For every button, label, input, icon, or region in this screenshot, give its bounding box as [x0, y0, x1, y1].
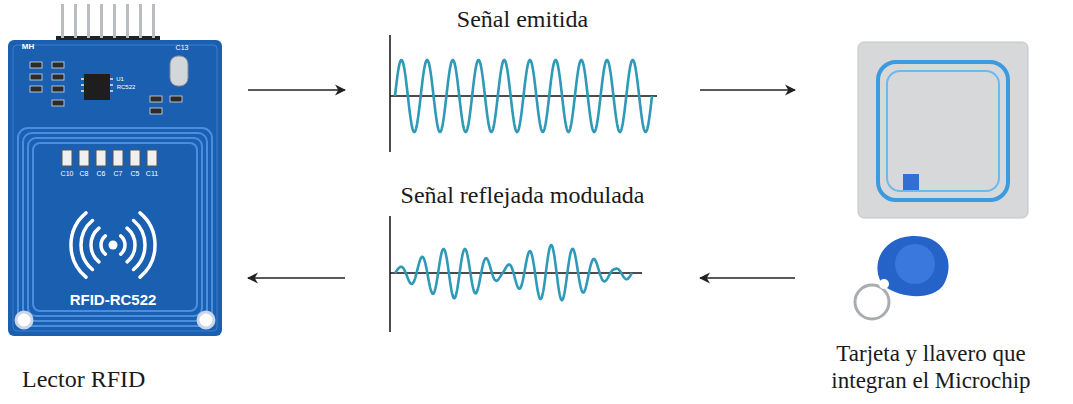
rfid-card	[858, 42, 1028, 218]
silkscreen-label: RC522	[117, 84, 136, 90]
signal-arrow	[248, 89, 345, 91]
signal-panel: Señal reflejada modulada	[345, 178, 700, 343]
silkscreen-label: MH	[22, 43, 34, 51]
silkscreen-label: C6	[97, 170, 106, 177]
node-title: Lector RFID	[22, 366, 244, 394]
signal-arrow	[700, 277, 795, 279]
signal-panel: Señal emitida	[345, 2, 700, 167]
signal-arrow	[248, 277, 345, 279]
node-title: Tarjeta y llavero que integran el Microc…	[800, 341, 1062, 394]
signal-arrow	[700, 89, 795, 91]
signal-wave	[395, 245, 632, 300]
board-name: RFID-RC522	[70, 292, 157, 307]
silkscreen-label: C13	[176, 44, 189, 51]
silkscreen-label: C5	[131, 170, 140, 177]
signal-waves	[395, 60, 652, 300]
node-title: Señal reflejada modulada	[345, 182, 700, 210]
silkscreen-label: C11	[146, 170, 158, 177]
silkscreen-label: U1	[116, 76, 124, 82]
rfid-keyfob	[855, 236, 949, 319]
node-title: Señal emitida	[345, 6, 700, 34]
tag-node: Tarjeta y llavero que integran el Microc…	[795, 35, 1067, 400]
silkscreen-label: C10	[61, 170, 74, 177]
silkscreen-label: C7	[114, 170, 123, 177]
rfid-reader-board	[8, 4, 222, 336]
signal-wave	[395, 60, 652, 132]
silkscreen-label: C8	[80, 170, 89, 177]
